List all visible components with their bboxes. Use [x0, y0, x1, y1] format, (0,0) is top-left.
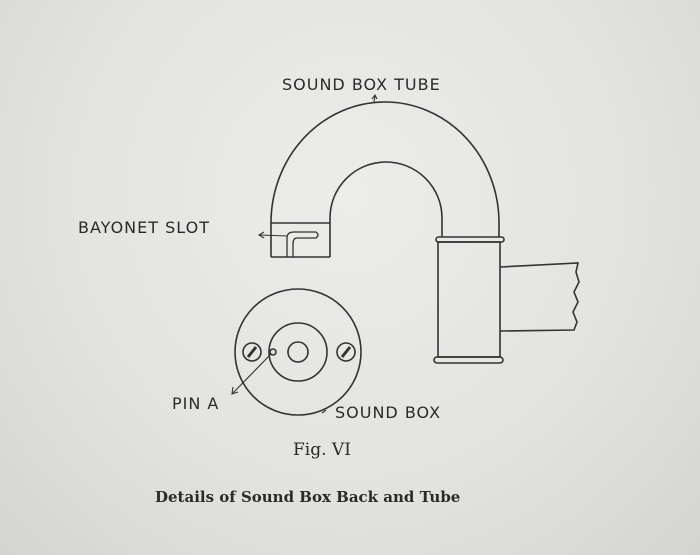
label-pin-a: PIN A [172, 394, 220, 413]
leader-lines [231, 93, 378, 414]
label-sound-box-tube: SOUND BOX TUBE [282, 75, 441, 94]
bayonet-slot [286, 231, 319, 257]
sound-box-back [234, 288, 362, 416]
pin-a [269, 348, 277, 356]
lower-collar [433, 356, 504, 364]
tone-arm [499, 262, 580, 332]
tube-bend [270, 101, 500, 258]
label-sound-box: SOUND BOX [335, 403, 442, 422]
label-bayonet-slot: BAYONET SLOT [78, 218, 210, 237]
lower-tube [437, 241, 501, 358]
figure-number: Fig. VI [293, 440, 351, 460]
figure-caption: Details of Sound Box Back and Tube [155, 488, 461, 506]
